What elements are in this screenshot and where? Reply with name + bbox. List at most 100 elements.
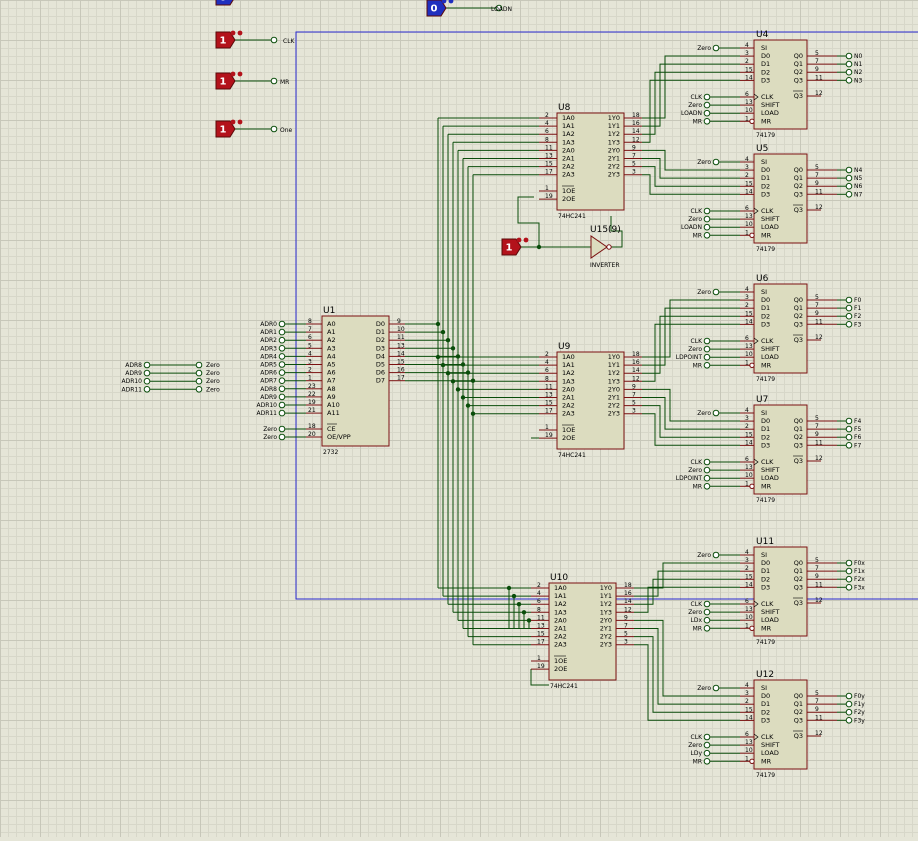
terminal-icon[interactable] [845, 304, 853, 312]
logic-source-mr[interactable]: 1 [215, 71, 278, 90]
terminal-icon[interactable] [195, 377, 203, 385]
terminal-icon[interactable] [712, 288, 720, 296]
logic-source-icon[interactable] [215, 72, 236, 90]
logic-source-icon[interactable] [215, 0, 235, 6]
terminal-icon[interactable] [845, 60, 853, 68]
terminal-icon[interactable] [845, 296, 853, 304]
terminal-icon[interactable] [845, 52, 853, 60]
terminal-icon[interactable] [278, 425, 286, 433]
terminal-icon[interactable] [712, 551, 720, 559]
terminal-icon[interactable] [278, 377, 286, 385]
logic-source-top[interactable]: 0 [426, 0, 503, 17]
logic-source-clk[interactable]: 1 [215, 30, 278, 49]
terminal-icon[interactable] [845, 708, 853, 716]
terminal-icon[interactable] [845, 68, 853, 76]
terminal-icon[interactable] [703, 118, 711, 125]
terminal-icon[interactable] [703, 109, 711, 117]
terminal-icon[interactable] [845, 567, 853, 575]
logic-source-icon[interactable] [215, 31, 236, 49]
logic-source-inv_src[interactable]: 1 [501, 237, 529, 256]
terminal-icon[interactable] [703, 625, 711, 632]
terminal-icon[interactable] [845, 584, 853, 591]
terminal-icon[interactable] [845, 425, 853, 433]
terminal-icon[interactable] [703, 337, 711, 345]
terminal-icon[interactable] [712, 409, 720, 417]
terminal-icon[interactable] [845, 417, 853, 425]
terminal-icon[interactable] [703, 215, 711, 223]
terminal-icon[interactable] [703, 749, 711, 757]
terminal-icon[interactable] [703, 616, 711, 624]
terminal-icon[interactable] [495, 4, 503, 12]
terminal-icon[interactable] [845, 717, 853, 724]
terminal-icon[interactable] [278, 369, 286, 376]
terminal-icon[interactable] [703, 458, 711, 466]
terminal-icon[interactable] [270, 77, 278, 85]
terminal-icon[interactable] [143, 369, 151, 377]
terminal-icon[interactable] [703, 741, 711, 749]
terminal-icon[interactable] [195, 361, 203, 369]
terminal-icon[interactable] [278, 353, 286, 360]
terminal-icon[interactable] [845, 312, 853, 320]
terminal-icon[interactable] [703, 353, 711, 361]
terminal-icon[interactable] [278, 361, 286, 368]
terminal-icon[interactable] [278, 320, 286, 328]
terminal-icon[interactable] [845, 166, 853, 174]
terminal-icon[interactable] [703, 223, 711, 231]
terminal-icon[interactable] [278, 345, 286, 352]
terminal-icon[interactable] [712, 158, 720, 166]
terminal-icon[interactable] [703, 474, 711, 482]
terminal-icon[interactable] [703, 101, 711, 109]
inverter-gate[interactable]: U15(9)INVERTER [590, 225, 621, 269]
terminal-icon[interactable] [712, 684, 720, 692]
terminal-icon[interactable] [845, 433, 853, 441]
terminal-icon[interactable] [845, 692, 853, 700]
terminal-icon[interactable] [845, 174, 853, 182]
terminal-icon[interactable] [703, 232, 711, 239]
terminal-icon[interactable] [703, 93, 711, 101]
terminal-icon[interactable] [703, 466, 711, 474]
terminal-icon[interactable] [703, 608, 711, 616]
terminal-icon[interactable] [195, 369, 203, 377]
terminal-icon[interactable] [703, 483, 711, 490]
terminal-icon[interactable] [845, 575, 853, 583]
terminal-icon[interactable] [703, 345, 711, 353]
terminal-icon[interactable] [845, 321, 853, 328]
terminal-icon[interactable] [195, 386, 203, 393]
terminal-icon[interactable] [143, 361, 151, 369]
terminal-icon[interactable] [845, 182, 853, 190]
logic-source-one[interactable]: 1 [215, 119, 278, 138]
terminal-icon[interactable] [278, 401, 286, 409]
terminal-icon[interactable] [278, 328, 286, 336]
terminal-icon[interactable] [143, 377, 151, 385]
logic-source-icon[interactable] [215, 120, 236, 138]
terminal-icon[interactable] [703, 207, 711, 215]
terminal-icon[interactable] [703, 362, 711, 369]
terminal-icon[interactable] [278, 336, 286, 344]
logic-source-top[interactable]: 0 [215, 0, 242, 6]
terminal-icon[interactable] [270, 125, 278, 133]
terminal-icon[interactable] [278, 433, 286, 441]
terminal-icon[interactable] [845, 442, 853, 449]
terminal-icon[interactable] [703, 600, 711, 608]
logic-source-icon[interactable] [426, 0, 447, 17]
terminal-icon[interactable] [845, 191, 853, 198]
terminal-icon[interactable] [845, 700, 853, 708]
terminal-icon[interactable] [278, 385, 286, 393]
logic-source-icon[interactable] [501, 238, 522, 256]
